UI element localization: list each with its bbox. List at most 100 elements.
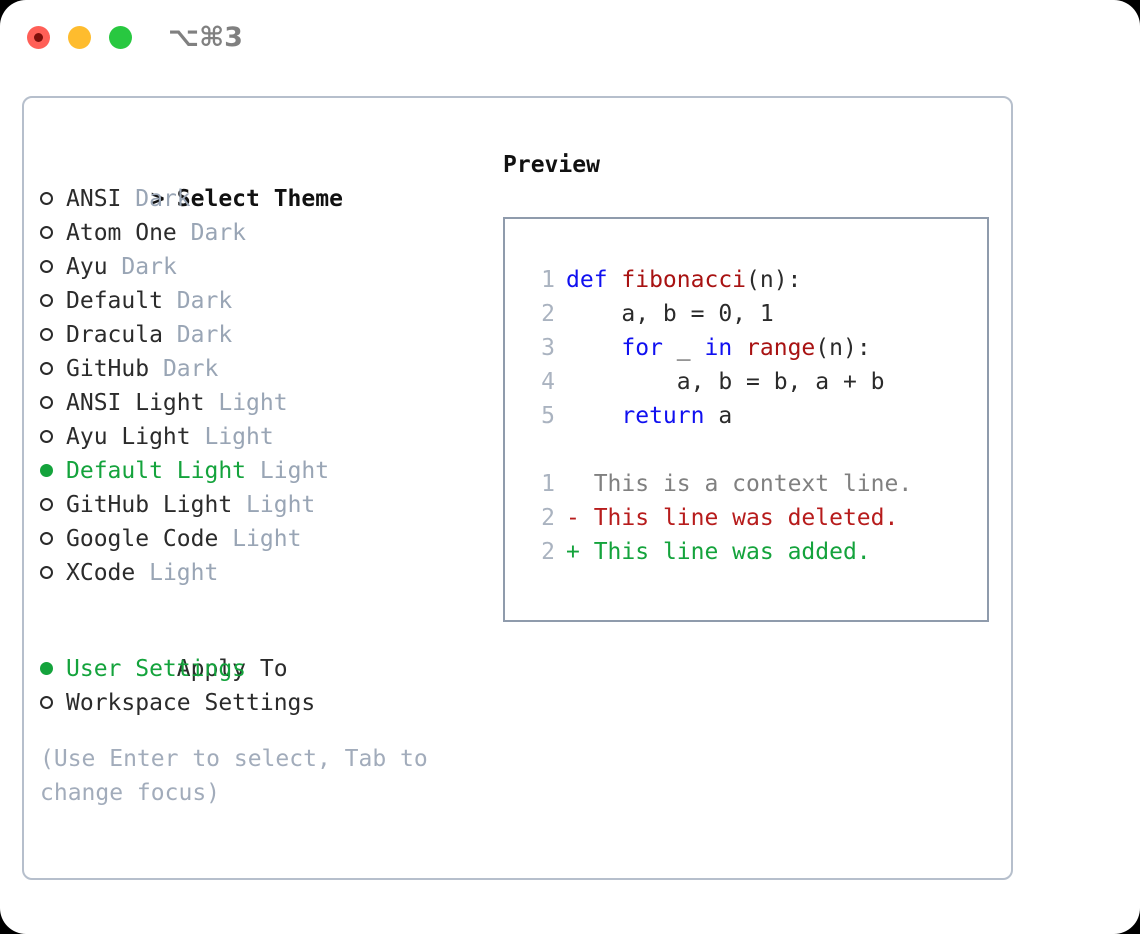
radio-unselected-icon xyxy=(40,556,66,590)
minimize-button[interactable] xyxy=(68,26,91,49)
prompt-caret-icon: > xyxy=(150,186,165,212)
code-token xyxy=(566,335,621,361)
theme-variant-tag: Dark xyxy=(121,254,177,280)
apply-to-heading-label: Apply To xyxy=(176,656,288,682)
theme-option-label: ANSI Light xyxy=(66,390,205,416)
theme-option-row[interactable]: Atom One Dark xyxy=(40,216,490,250)
radio-dot xyxy=(40,396,53,409)
code-diff-spacer xyxy=(521,433,987,467)
maximize-button[interactable] xyxy=(109,26,132,49)
radio-unselected-icon xyxy=(40,386,66,420)
theme-option-row[interactable]: XCode Light xyxy=(40,556,490,590)
apply-to-option-row[interactable]: User Settings xyxy=(40,652,490,686)
radio-dot xyxy=(40,662,53,675)
theme-option-row[interactable]: GitHub Light Light xyxy=(40,488,490,522)
code-token: def xyxy=(566,267,622,293)
code-token: a xyxy=(704,403,733,429)
select-theme-heading-label: Select Theme xyxy=(176,186,343,212)
theme-variant-tag: Light xyxy=(246,492,316,518)
apply-to-option-label: Workspace Settings xyxy=(66,690,316,716)
theme-option-row[interactable]: GitHub Dark xyxy=(40,352,490,386)
radio-dot xyxy=(40,328,53,341)
diff-text: This line was added. xyxy=(593,539,871,565)
code-token: a, b = b, a + b xyxy=(566,369,885,395)
code-line-number: 4 xyxy=(541,369,555,395)
code-token: a, b = 0, 1 xyxy=(566,301,774,327)
radio-unselected-icon xyxy=(40,250,66,284)
diff-sample: 1 This is a context line.2- This line wa… xyxy=(521,467,987,569)
code-token: for xyxy=(621,335,663,361)
code-token: (n): xyxy=(815,335,871,361)
theme-variant-tag: Light xyxy=(204,424,274,450)
diff-line-number: 2 xyxy=(541,539,555,565)
radio-selected-icon xyxy=(40,652,66,686)
theme-variant-tag: Light xyxy=(149,560,219,586)
theme-option-row[interactable]: Default Light Light xyxy=(40,454,490,488)
theme-variant-tag: Dark xyxy=(176,322,233,348)
code-token: return xyxy=(621,403,705,429)
apply-to-heading: Apply To xyxy=(40,618,490,682)
code-line: 4 a, b = b, a + b xyxy=(521,365,987,399)
theme-option-row[interactable]: Google Code Light xyxy=(40,522,490,556)
theme-option-row[interactable]: ANSI Light Light xyxy=(40,386,490,420)
close-button[interactable] xyxy=(27,26,50,49)
theme-option-label: XCode xyxy=(66,560,136,586)
apply-to-option-label: User Settings xyxy=(66,656,247,682)
code-token: fibonacci xyxy=(621,267,747,293)
theme-option-row[interactable]: Dracula Dark xyxy=(40,318,490,352)
theme-option-label: GitHub xyxy=(66,356,150,382)
theme-option-row[interactable]: Ayu Dark xyxy=(40,250,490,284)
theme-option-row[interactable]: ANSI Dark xyxy=(40,182,490,216)
radio-dot xyxy=(40,498,53,511)
diff-sign: - xyxy=(566,505,594,531)
radio-dot xyxy=(40,566,53,579)
apply-to-option-row[interactable]: Workspace Settings xyxy=(40,686,490,720)
code-line-number: 2 xyxy=(541,301,555,327)
theme-option-label: ANSI xyxy=(66,186,122,212)
theme-variant-tag: Light xyxy=(232,526,302,552)
diff-line-number: 2 xyxy=(541,505,555,531)
theme-option-row[interactable]: Default Dark xyxy=(40,284,490,318)
code-token: range xyxy=(746,335,816,361)
radio-dot xyxy=(40,430,53,443)
code-line-number: 5 xyxy=(541,403,555,429)
radio-dot xyxy=(40,226,53,239)
theme-option-label: Ayu xyxy=(66,254,108,280)
diff-line: 2+ This line was added. xyxy=(521,535,987,569)
radio-dot xyxy=(40,294,53,307)
diff-line: 1 This is a context line. xyxy=(521,467,987,501)
diff-sign xyxy=(566,471,594,497)
diff-line: 2- This line was deleted. xyxy=(521,501,987,535)
code-line: 3 for _ in range(n): xyxy=(521,331,987,365)
radio-unselected-icon xyxy=(40,318,66,352)
title-bar: ⌥⌘3 xyxy=(0,0,1140,78)
diff-text: This is a context line. xyxy=(593,471,913,497)
diff-line-number: 1 xyxy=(541,471,555,497)
theme-variant-tag: Dark xyxy=(176,288,233,314)
keyboard-hint-text: (Use Enter to select, Tab to change focu… xyxy=(40,746,442,806)
code-token xyxy=(566,403,621,429)
theme-option-row[interactable]: Ayu Light Light xyxy=(40,420,490,454)
radio-dot xyxy=(40,362,53,375)
radio-unselected-icon xyxy=(40,216,66,250)
section-spacer xyxy=(40,590,490,618)
radio-unselected-icon xyxy=(40,420,66,454)
code-token: _ xyxy=(662,335,705,361)
code-line-number: 3 xyxy=(541,335,555,361)
theme-option-label: Atom One xyxy=(66,220,177,246)
theme-option-label: Dracula xyxy=(66,322,163,348)
radio-unselected-icon xyxy=(40,488,66,522)
code-token xyxy=(732,335,746,361)
theme-option-label: Default Light xyxy=(66,458,247,484)
hint-spacer xyxy=(40,720,490,742)
theme-variant-tag: Light xyxy=(218,390,288,416)
radio-unselected-icon xyxy=(40,686,66,720)
diff-text: This line was deleted. xyxy=(593,505,899,531)
